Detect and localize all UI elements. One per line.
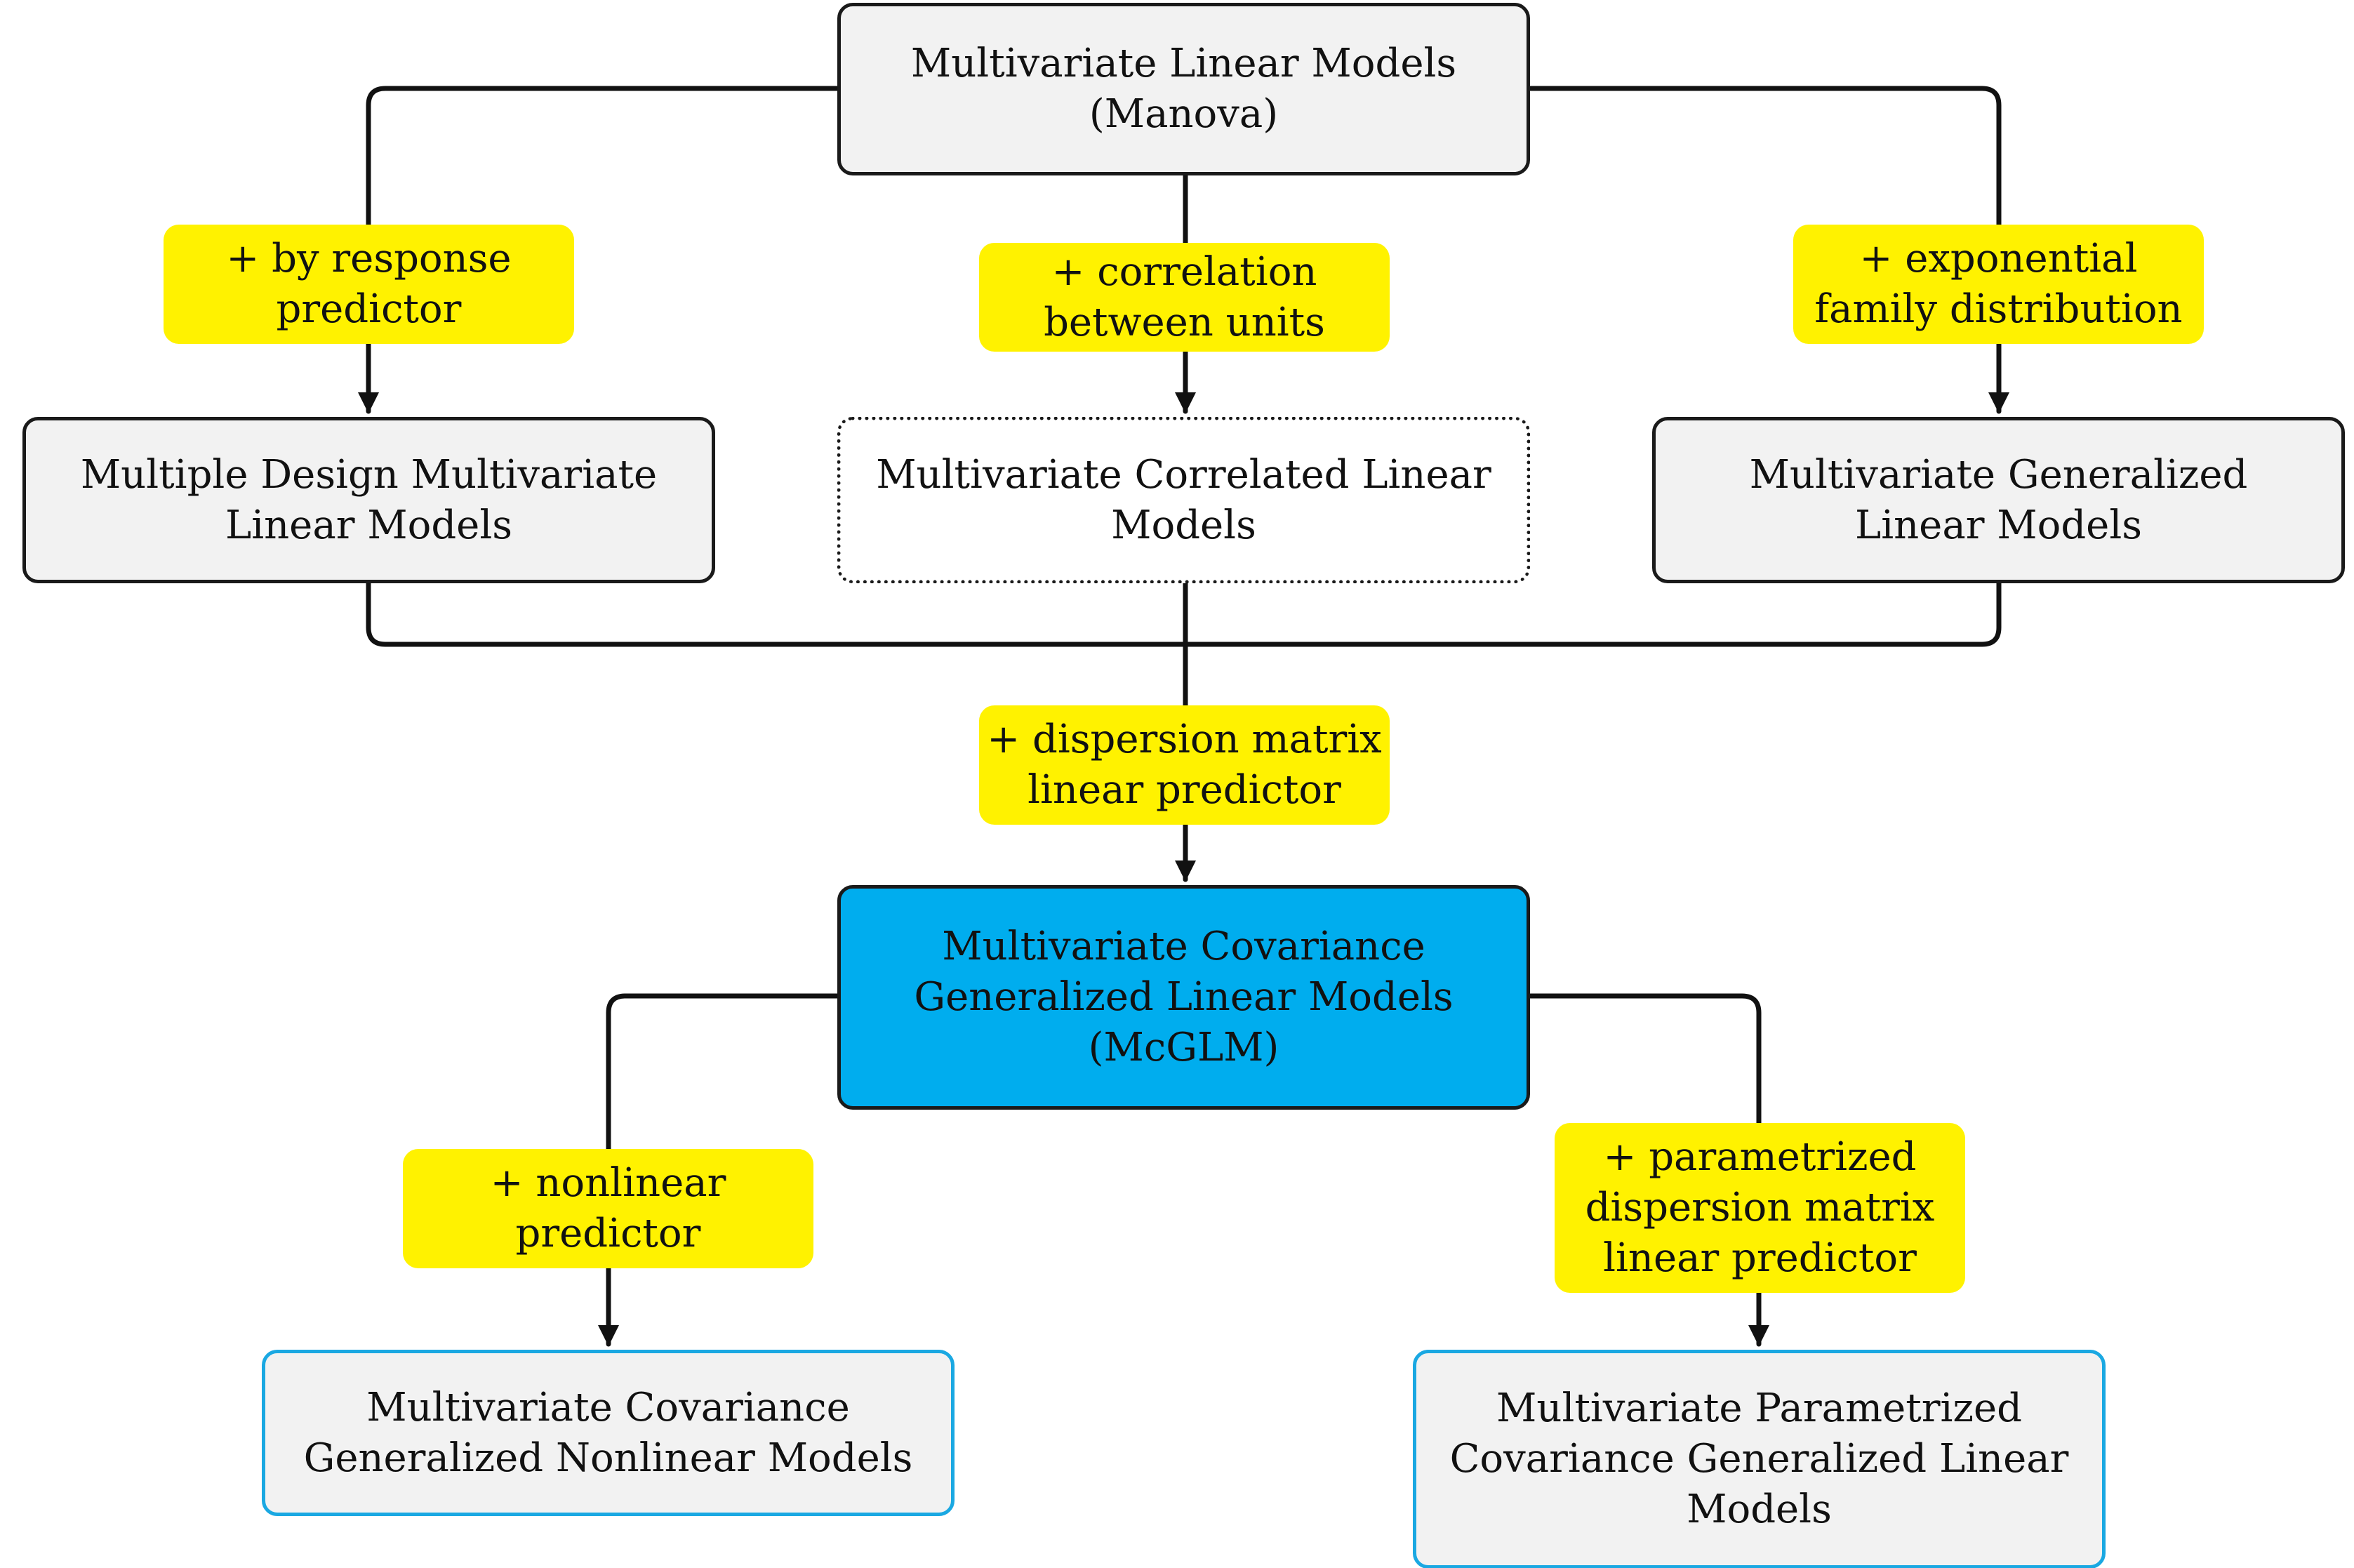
label-exponential-text: + exponential family distribution <box>1814 236 2183 332</box>
label-dispersion: + dispersion matrix linear predictor <box>979 705 1390 825</box>
node-mcglm: Multivariate Covariance Generalized Line… <box>837 885 1530 1110</box>
node-generalized-text: Multivariate Generalized Linear Models <box>1749 451 2248 548</box>
label-nonlinear-predictor-text: + nonlinear predictor <box>490 1160 726 1256</box>
edge-manova-to-multiple-design <box>358 86 840 414</box>
node-generalized: Multivariate Generalized Linear Models <box>1652 417 2345 583</box>
label-correlation: + correlation between units <box>979 243 1390 352</box>
edge-manova-to-generalized <box>1527 86 2009 414</box>
node-manova: Multivariate Linear Models (Manova) <box>837 3 1530 175</box>
node-nonlinear: Multivariate Covariance Generalized Nonl… <box>262 1350 955 1516</box>
label-parametrized-dispersion-text: + parametrized dispersion matrix linear … <box>1585 1134 1935 1281</box>
label-nonlinear-predictor: + nonlinear predictor <box>403 1149 813 1268</box>
edge-mcglm-to-parametrized <box>1527 993 1769 1347</box>
label-exponential: + exponential family distribution <box>1793 225 2204 344</box>
node-parametrized-text: Multivariate Parametrized Covariance Gen… <box>1449 1386 2069 1532</box>
node-nonlinear-text: Multivariate Covariance Generalized Nonl… <box>303 1384 913 1481</box>
label-dispersion-text: + dispersion matrix linear predictor <box>987 717 1382 813</box>
node-mcglm-text: Multivariate Covariance Generalized Line… <box>914 924 1454 1070</box>
label-parametrized-dispersion: + parametrized dispersion matrix linear … <box>1555 1123 1965 1293</box>
node-multiple-design-text: Multiple Design Multivariate Linear Mode… <box>80 451 658 548</box>
node-parametrized: Multivariate Parametrized Covariance Gen… <box>1413 1350 2106 1568</box>
label-correlation-text: + correlation between units <box>1044 248 1325 345</box>
label-by-response-text: + by response predictor <box>226 236 512 332</box>
node-correlated-text: Multivariate Correlated Linear Models <box>876 451 1491 548</box>
node-correlated: Multivariate Correlated Linear Models <box>837 417 1530 583</box>
node-manova-text: Multivariate Linear Models (Manova) <box>910 41 1457 137</box>
edge-mcglm-to-nonlinear <box>598 993 840 1347</box>
label-by-response: + by response predictor <box>164 225 574 344</box>
node-multiple-design: Multiple Design Multivariate Linear Mode… <box>22 417 715 583</box>
